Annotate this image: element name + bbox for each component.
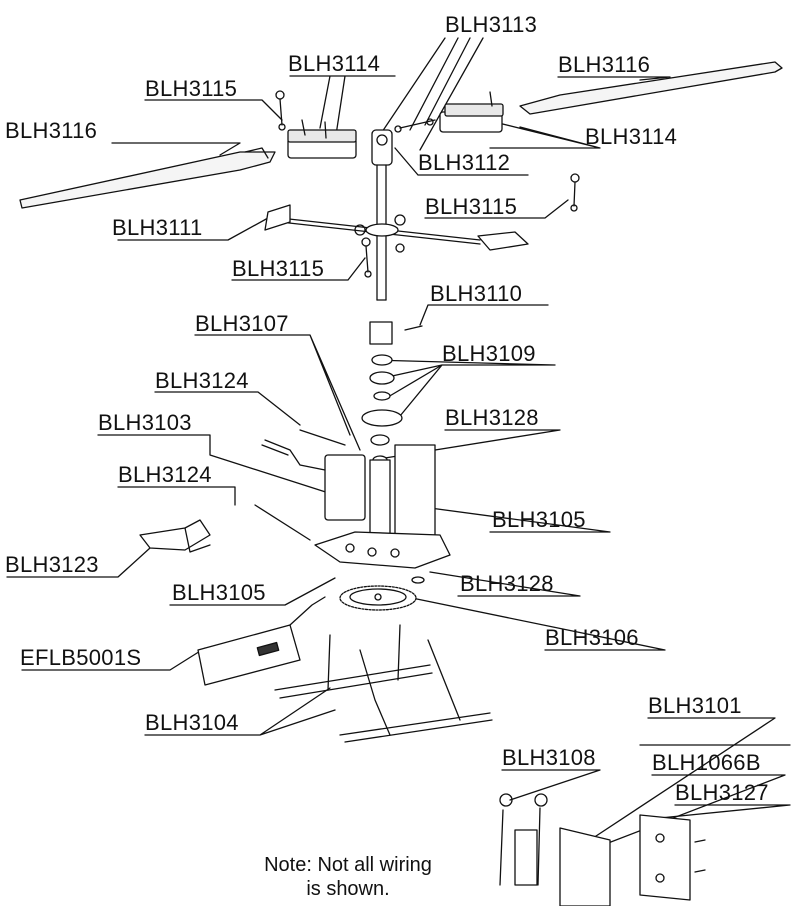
part-label-blh3101: BLH3101 <box>648 693 742 718</box>
part-label-eflb5001s: EFLB5001S <box>20 645 142 670</box>
landing-skid <box>274 624 493 743</box>
part-label-blh3105: BLH3105 <box>492 507 586 532</box>
part-label-blh3109: BLH3109 <box>442 341 536 366</box>
part-label-blh3115: BLH3115 <box>145 76 238 101</box>
part-label-blh3124: BLH3124 <box>155 368 249 393</box>
part-label-blh3115: BLH3115 <box>425 194 518 219</box>
part-label-blh3104: BLH3104 <box>145 710 239 735</box>
wiring-note-line2: is shown. <box>306 878 390 900</box>
left-rotor-blade <box>19 147 276 209</box>
part-label-blh3123: BLH3123 <box>5 552 99 577</box>
part-label-blh3115: BLH3115 <box>232 256 325 281</box>
part-label-blh3112: BLH3112 <box>418 150 511 175</box>
right-blade-grip <box>394 91 504 133</box>
part-label-blh3128: BLH3128 <box>460 571 554 596</box>
wiring-note-line1: Note: Not all wiring <box>264 854 432 876</box>
part-label-blh1066b: BLH1066B <box>652 750 761 775</box>
part-label-blh3116: BLH3116 <box>558 52 651 77</box>
servo-bracket <box>139 519 211 553</box>
main-frame-and-motor <box>254 429 451 569</box>
part-label-blh3103: BLH3103 <box>98 410 192 435</box>
part-label-blh3108: BLH3108 <box>502 745 596 770</box>
part-label-blh3111: BLH3111 <box>112 215 203 240</box>
flybar-paddles <box>264 204 529 253</box>
part-label-blh3106: BLH3106 <box>545 625 639 650</box>
right-rotor-blade <box>519 61 783 115</box>
part-label-blh3105: BLH3105 <box>172 580 266 605</box>
part-label-blh3107: BLH3107 <box>195 311 289 336</box>
left-blade-grip <box>287 119 357 159</box>
part-label-blh3116: BLH3116 <box>5 118 98 143</box>
part-label-blh3110: BLH3110 <box>430 281 523 306</box>
control-board-assembly <box>499 793 706 906</box>
part-label-blh3114: BLH3114 <box>288 51 381 76</box>
part-label-blh3127: BLH3127 <box>675 780 769 805</box>
swashplate-parts <box>361 321 423 465</box>
part-label-blh3124: BLH3124 <box>118 462 212 487</box>
pushrod-links <box>275 90 580 278</box>
part-label-blh3128: BLH3128 <box>445 405 539 430</box>
rotor-head-and-shaft <box>371 129 393 301</box>
part-label-blh3114: BLH3114 <box>585 124 678 149</box>
wiring-note: Note: Not all wiring is shown. <box>232 853 464 901</box>
part-label-blh3113: BLH3113 <box>445 12 538 37</box>
main-gear <box>339 576 425 611</box>
battery <box>197 596 326 686</box>
leader-lines <box>6 37 791 851</box>
